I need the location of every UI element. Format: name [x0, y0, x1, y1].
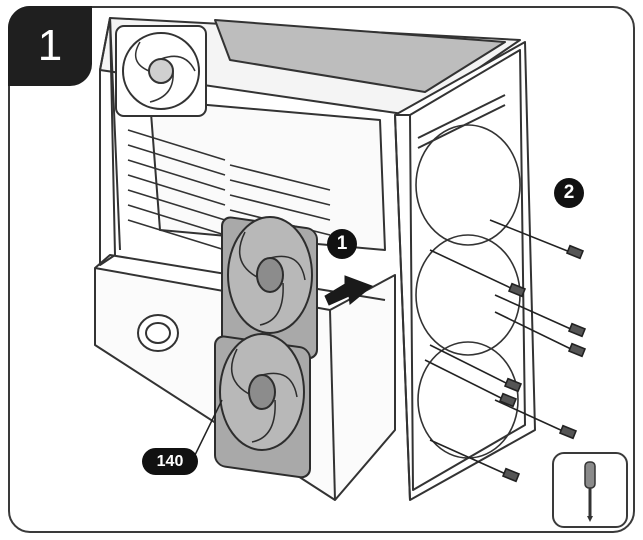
- tool-indicator: [552, 452, 628, 528]
- rear-fan: [115, 25, 207, 117]
- fan-top: [221, 216, 318, 360]
- size-leader: [194, 399, 223, 456]
- callout-step-one: 1: [327, 229, 357, 259]
- step-number: 1: [37, 21, 63, 70]
- fan-bottom: [214, 333, 311, 479]
- case-top-vent: [214, 19, 506, 93]
- shroud-badge: [137, 314, 179, 352]
- case-back-edge: [109, 17, 121, 251]
- step-number-box: 1: [8, 6, 92, 86]
- callout-step-two: 2: [554, 178, 584, 208]
- screws: [424, 219, 587, 483]
- case-top-front-edge: [394, 114, 411, 501]
- fan-size-label: 140: [142, 448, 198, 475]
- front-fan-openings: [415, 124, 521, 459]
- screwdriver-icon: [584, 461, 596, 522]
- arrow-right-icon: [324, 275, 373, 306]
